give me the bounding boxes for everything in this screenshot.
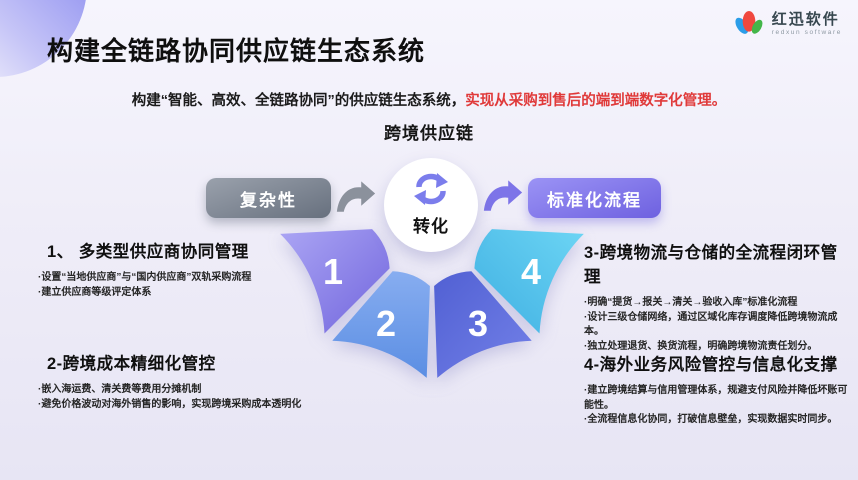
section-bullet: ·全流程信息化协同，打破信息壁垒，实现数据实时同步。 — [584, 414, 838, 425]
logo-petals-icon — [731, 9, 767, 44]
section-heading: 2-跨境成本精细化管控 — [47, 355, 216, 373]
fan-number-2: 2 — [376, 303, 396, 344]
purple-arrow-icon — [483, 179, 523, 213]
section-heading: 1、 多类型供应商协同管理 — [47, 243, 249, 261]
gray-arrow-icon — [336, 180, 376, 214]
complexity-pill: 复杂性 — [206, 178, 331, 218]
fan-wedge-2 — [332, 271, 430, 378]
section-bullet: ·设置“当地供应商”与“国内供应商”双轨采购流程 — [38, 272, 252, 283]
logo-tagline: redxun software — [771, 28, 842, 36]
section-bullet: ·设计三级仓储网络，通过区域化库存调度降低跨境物流成本。 — [584, 311, 838, 338]
section-bullet: ·建立供应商等级评定体系 — [38, 286, 152, 298]
section-bullet: ·建立跨境结算与信用管理体系，规避支付风险并降低坏账可能性。 — [584, 385, 848, 411]
diagram-title: 跨境供应链 — [384, 124, 474, 143]
refresh-icon — [412, 173, 450, 210]
subtitle: 构建“智能、高效、全链路协同”的供应链生态系统，实现从采购到售后的端到端数字化管… — [0, 89, 858, 110]
page-title: 构建全链路协同供应链生态系统 — [47, 36, 426, 66]
section-supplier-management: 1、 多类型供应商协同管理 ·设置“当地供应商”与“国内供应商”双轨采购流程 ·… — [38, 238, 318, 300]
fan-wedge-1 — [280, 229, 390, 334]
section-cost-control: 2-跨境成本精细化管控 ·嵌入海运费、清关费等费用分摊机制 ·避免价格波动对海外… — [38, 350, 328, 412]
section-heading: 3-跨境物流与仓储的全流程闭环管理 — [584, 244, 838, 286]
section-risk-information: 4-海外业务风险管控与信息化支撑 ·建立跨境结算与信用管理体系，规避支付风险并降… — [584, 351, 852, 428]
section-bullet: ·独立处理退货、换货流程，明确跨境物流责任划分。 — [584, 340, 818, 352]
transform-circle: 转化 — [384, 158, 478, 252]
fan-number-4: 4 — [521, 251, 541, 292]
transform-label: 转化 — [413, 217, 449, 236]
logo: 红迅软件 redxun software — [731, 9, 842, 44]
section-bullet: ·避免价格波动对海外销售的影响，实现跨境采购成本透明化 — [38, 398, 302, 410]
fan-wedge-3 — [434, 271, 532, 378]
fan-wedge-4 — [474, 229, 584, 334]
fan-number-3: 3 — [468, 303, 488, 344]
complexity-pill-label: 复杂性 — [240, 190, 297, 210]
standardized-pill-label: 标准化流程 — [547, 190, 642, 210]
subtitle-prefix: 构建“智能、高效、全链路协同”的供应链生态系统， — [131, 93, 466, 109]
logo-name: 红迅软件 — [771, 11, 840, 28]
subtitle-highlight: 实现从采购到售后的端到端数字化管理。 — [465, 93, 727, 109]
section-logistics-warehousing: 3-跨境物流与仓储的全流程闭环管理 ·明确“提货→报关→清关→验收入库”标准化流… — [584, 239, 852, 354]
section-bullet: ·嵌入海运费、清关费等费用分摊机制 — [38, 384, 202, 395]
section-heading: 4-海外业务风险管控与信息化支撑 — [584, 356, 838, 374]
standardized-pill: 标准化流程 — [528, 178, 661, 218]
fan-number-1: 1 — [323, 251, 343, 292]
section-bullet: ·明确“提货→报关→清关→验收入库”标准化流程 — [584, 297, 798, 308]
